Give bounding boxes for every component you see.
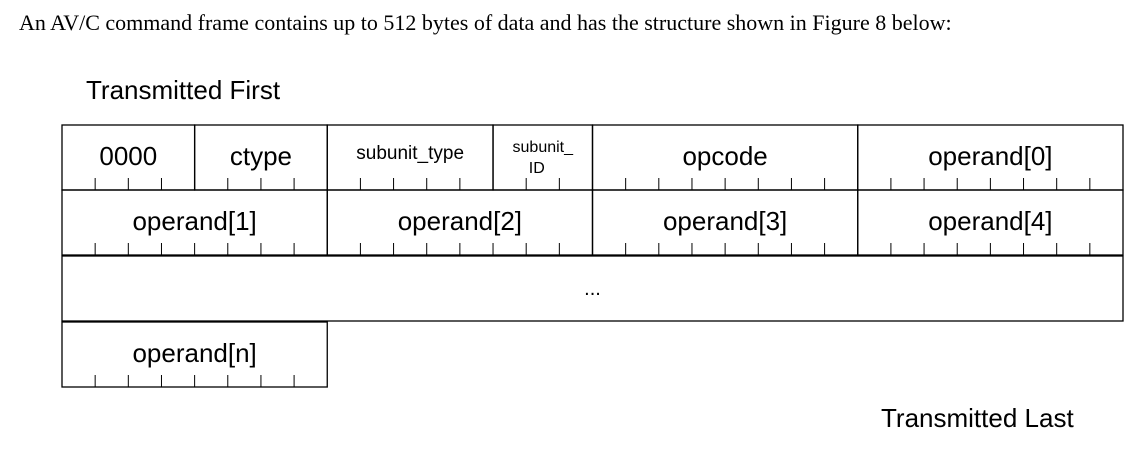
field-label: ID: [529, 160, 545, 177]
field-box: [492, 124, 594, 191]
intro-text: An AV/C command frame contains up to 512…: [19, 10, 952, 35]
field-label: 0000: [99, 141, 157, 171]
field-label: operand[n]: [132, 338, 256, 368]
field-label: operand[3]: [663, 206, 787, 236]
field-box: [61, 255, 1124, 322]
field-label: ctype: [230, 141, 292, 171]
field-label: operand[0]: [928, 141, 1052, 171]
field-label: subunit_: [513, 139, 575, 156]
field-label: subunit_type: [356, 143, 464, 164]
field-label: opcode: [682, 141, 767, 171]
field-label: operand[1]: [132, 206, 256, 236]
transmitted-last-label: Transmitted Last: [881, 403, 1074, 433]
field-label: operand[4]: [928, 206, 1052, 236]
transmitted-first-label: Transmitted First: [86, 75, 281, 105]
field-label: ...: [584, 278, 601, 300]
field-label: operand[2]: [398, 206, 522, 236]
